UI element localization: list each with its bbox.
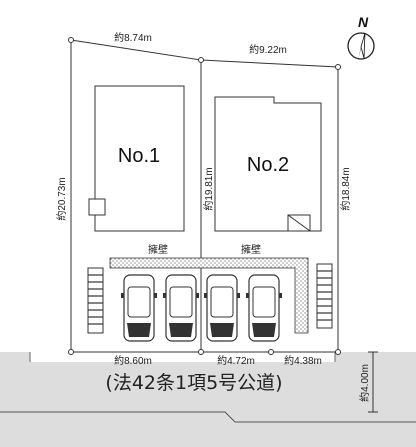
dimension-right-side: 約18.84m	[339, 167, 352, 210]
dimension-middle-side: 約19.81m	[202, 167, 215, 210]
road-bottom-edge	[0, 411, 416, 423]
dimension-top-left: 約8.74m	[114, 31, 152, 44]
retaining-wall-label-right: 擁壁	[241, 243, 261, 256]
road-area	[0, 352, 416, 447]
retaining-wall	[109, 257, 309, 334]
stairs-right	[316, 263, 333, 329]
building-no2-entrance-diagonal	[287, 214, 311, 232]
car-1	[121, 274, 157, 342]
building-no1-entrance	[88, 198, 106, 216]
car-2	[163, 274, 199, 342]
road-width-dimension-line	[368, 351, 378, 413]
dimension-bottom-middle: 約4.72m	[217, 354, 255, 367]
retaining-wall-label-left: 擁壁	[148, 243, 168, 256]
car-3	[204, 274, 240, 342]
building-no1	[94, 85, 185, 232]
boundary-markers	[68, 37, 341, 355]
lot-2-label: No.2	[247, 154, 289, 176]
car-4	[246, 274, 282, 342]
dimension-left-side: 約20.73m	[55, 177, 68, 220]
north-label: N	[358, 14, 369, 30]
lot-1-label: No.1	[118, 145, 160, 167]
stairs-left	[87, 267, 104, 334]
dimension-road-width: 約4.00m	[358, 364, 371, 402]
building-no2	[214, 96, 322, 232]
north-compass-icon	[347, 32, 375, 60]
road-label: (法42条1項5号公道)	[105, 372, 282, 394]
dimension-top-right: 約9.22m	[249, 43, 287, 56]
dimension-bottom-right: 約4.38m	[284, 354, 322, 367]
dimension-bottom-left: 約8.60m	[114, 354, 152, 367]
